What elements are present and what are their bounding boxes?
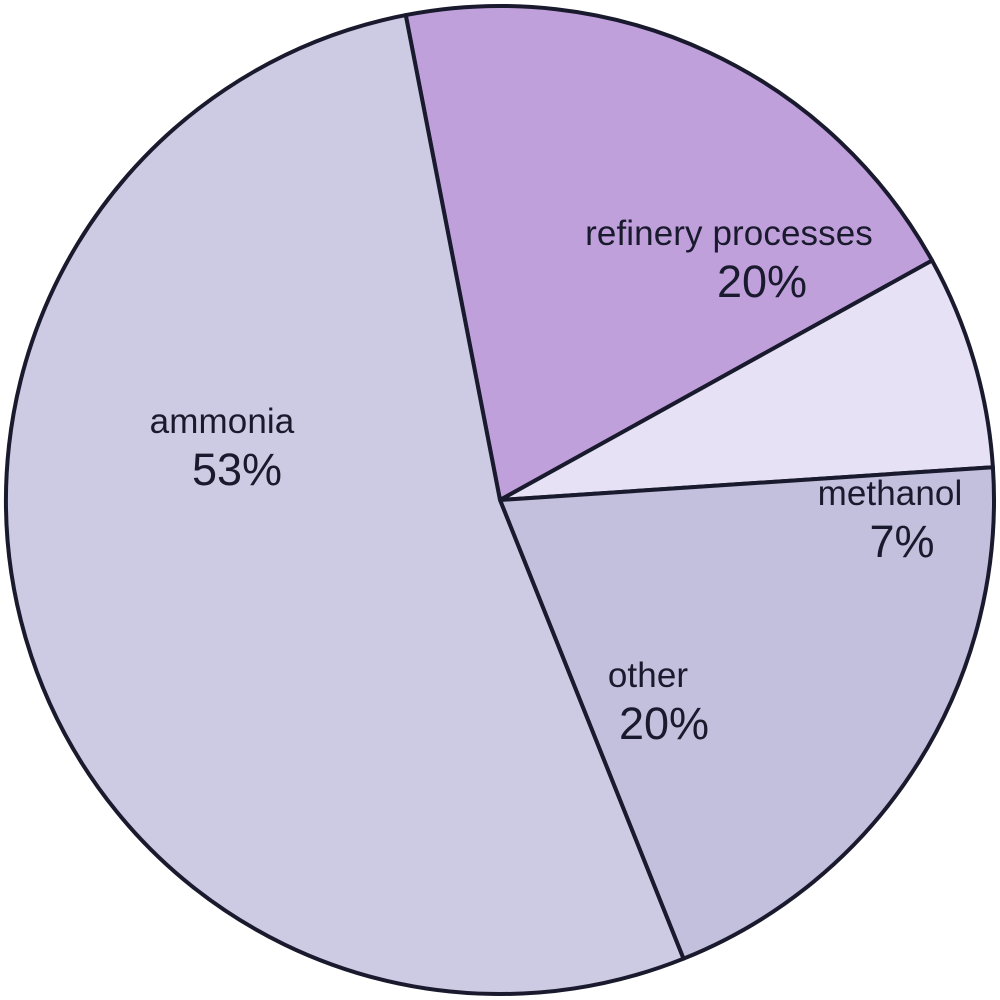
pie-slices-group	[3, 4, 996, 996]
pie-slice-other[interactable]	[498, 465, 996, 961]
pie-slice-refinery-processes[interactable]	[403, 4, 935, 502]
pie-slice-ammonia[interactable]	[3, 13, 686, 996]
pie-slice-methanol[interactable]	[498, 258, 995, 502]
